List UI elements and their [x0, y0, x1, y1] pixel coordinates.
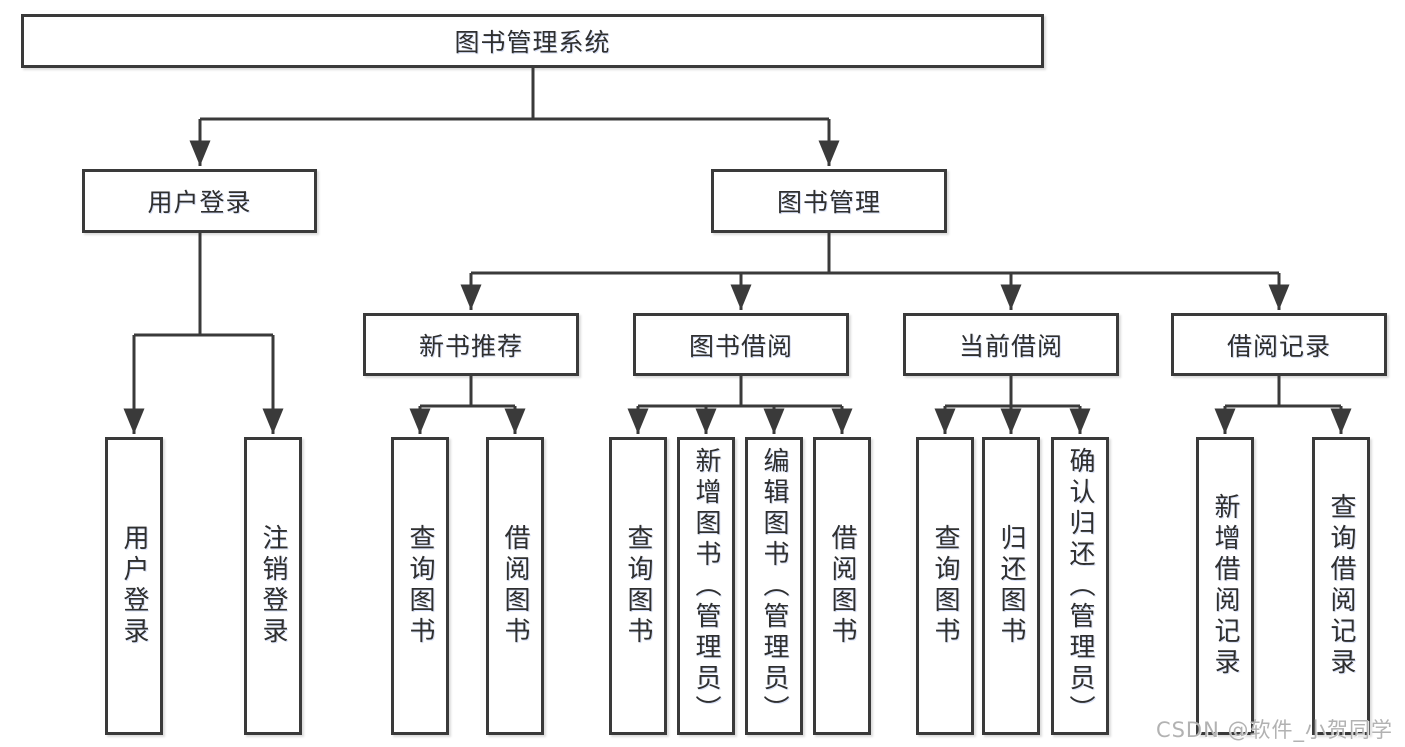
leaf-query-books-borrow: 查询图书	[609, 437, 667, 735]
leaf-query-books-current: 查询图书	[916, 437, 974, 735]
connector-root-to-level2	[189, 68, 840, 166]
node-book-management: 图书管理	[711, 169, 947, 233]
leaf-logout: 注销登录	[244, 437, 302, 735]
node-new-book-recommend: 新书推荐	[363, 313, 579, 376]
leaf-query-borrow-record: 查询借阅记录	[1312, 437, 1370, 735]
leaf-return-books: 归还图书	[982, 437, 1040, 735]
node-book-borrow: 图书借阅	[633, 313, 849, 376]
leaf-borrow-books: 借阅图书	[813, 437, 871, 735]
leaf-user-login: 用户登录	[105, 437, 163, 735]
node-user-login: 用户登录	[82, 169, 317, 233]
node-current-borrow: 当前借阅	[903, 313, 1119, 376]
leaf-add-books-admin: 新增图书（管理员）	[677, 437, 735, 735]
csdn-watermark: CSDN @软件_小贺同学	[1155, 718, 1393, 742]
node-borrow-records: 借阅记录	[1171, 313, 1387, 376]
connector-new-book-rec-children	[409, 376, 526, 434]
leaf-confirm-return-admin: 确认归还（管理员）	[1051, 437, 1109, 735]
connector-borrow-records-children	[1214, 376, 1352, 434]
leaf-add-borrow-record: 新增借阅记录	[1196, 437, 1254, 735]
leaf-query-books-rec: 查询图书	[391, 437, 449, 735]
connector-current-borrow-children	[934, 376, 1091, 434]
connector-user-login-children	[123, 233, 284, 434]
leaf-edit-books-admin: 编辑图书（管理员）	[745, 437, 803, 735]
connector-book-mgmt-children	[460, 233, 1290, 310]
node-root-system: 图书管理系统	[21, 14, 1044, 68]
leaf-borrow-books-rec: 借阅图书	[486, 437, 544, 735]
connector-book-borrow-children	[627, 376, 853, 434]
